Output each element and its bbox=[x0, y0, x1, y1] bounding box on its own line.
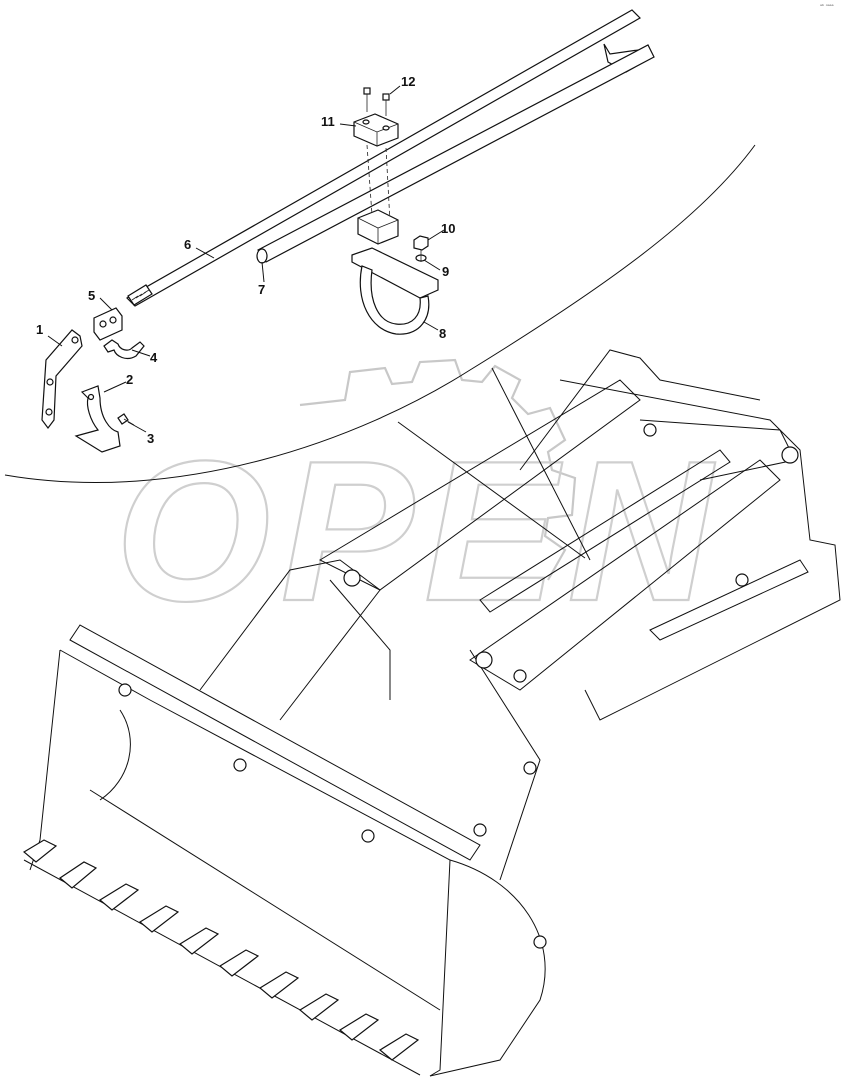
callout-12: 12 bbox=[401, 74, 415, 89]
clamp-block-part-11 bbox=[353, 113, 399, 147]
assembly-axis bbox=[385, 147, 391, 223]
screw-part-12 bbox=[363, 87, 390, 116]
bracket-part-2 bbox=[74, 385, 121, 453]
assembly-axis bbox=[366, 144, 373, 216]
callout-1: 1 bbox=[36, 322, 43, 337]
lever-part-1 bbox=[41, 329, 83, 429]
strap-clamp-part-8 bbox=[351, 247, 439, 335]
detail-boundary-arc bbox=[4, 144, 756, 484]
clamp-lower-block bbox=[357, 209, 399, 245]
detail-leader-lines bbox=[397, 367, 591, 561]
callout-5: 5 bbox=[88, 288, 95, 303]
callout-4: 4 bbox=[150, 350, 158, 365]
loader-assembly bbox=[22, 349, 841, 1077]
callout-8: 8 bbox=[439, 326, 446, 341]
nut-part-10 bbox=[413, 235, 429, 251]
tube-part-7 bbox=[256, 44, 655, 264]
callout-11: 11 bbox=[321, 114, 335, 129]
bolt-part-3 bbox=[117, 413, 135, 426]
washer-part-9 bbox=[415, 250, 427, 262]
callout-10: 10 bbox=[441, 221, 455, 236]
callout-leaders bbox=[47, 85, 445, 433]
clip-part-4 bbox=[103, 339, 145, 360]
callout-6: 6 bbox=[184, 237, 191, 252]
drawing-code: ᵃᵇ ᵅᵃᵃᵃ bbox=[820, 4, 834, 10]
clevis-part-5 bbox=[93, 307, 123, 341]
watermark-logo: OPEN bbox=[114, 358, 722, 644]
callout-3: 3 bbox=[147, 431, 154, 446]
callout-7: 7 bbox=[258, 282, 265, 297]
callout-9: 9 bbox=[442, 264, 449, 279]
watermark-text: OPEN bbox=[115, 420, 722, 643]
callout-2: 2 bbox=[126, 372, 133, 387]
